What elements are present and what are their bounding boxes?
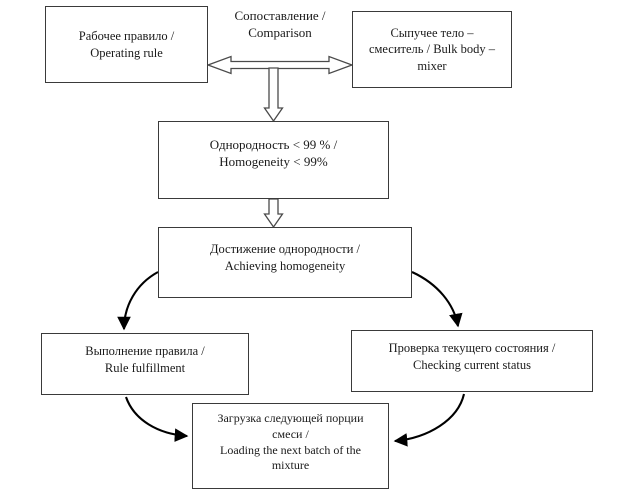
comparison-to-homogeneity-arrow-icon bbox=[263, 67, 284, 123]
rule-fulfillment-to-loading-curve bbox=[125, 396, 189, 442]
node-loading-next-batch[interactable]: Загрузка следующей порции смеси / Loadin… bbox=[192, 403, 389, 489]
node-achieving-homogeneity-label: Достижение однородности / Achieving homo… bbox=[209, 242, 361, 273]
node-loading-next-batch-label: Загрузка следующей порции смеси / Loadin… bbox=[217, 411, 364, 473]
node-bulk-body-mixer[interactable]: Сыпучее тело – смеситель / Bulk body – m… bbox=[352, 11, 512, 88]
node-bulk-body-mixer-label: Сыпучее тело – смеситель / Bulk body – m… bbox=[368, 25, 496, 73]
node-operating-rule[interactable]: Рабочее правило / Operating rule bbox=[45, 6, 208, 83]
comparison-edge-label: Сопоставление / Comparison bbox=[234, 8, 326, 40]
node-checking-current-status-label: Проверка текущего состояния / Checking c… bbox=[388, 341, 556, 372]
node-achieving-homogeneity[interactable]: Достижение однородности / Achieving homo… bbox=[158, 227, 412, 298]
checking-status-to-loading-curve bbox=[393, 393, 466, 447]
achieving-to-rule-fulfillment-curve bbox=[117, 271, 159, 331]
achieving-to-checking-status-curve bbox=[411, 271, 463, 328]
node-rule-fulfillment[interactable]: Выполнение правила / Rule fulfillment bbox=[41, 333, 249, 395]
homogeneity-to-achieving-arrow-icon bbox=[263, 198, 284, 229]
node-operating-rule-label: Рабочее правило / Operating rule bbox=[78, 29, 175, 60]
comparison-double-arrow-icon bbox=[206, 55, 354, 75]
node-rule-fulfillment-label: Выполнение правила / Rule fulfillment bbox=[85, 344, 205, 375]
node-checking-current-status[interactable]: Проверка текущего состояния / Checking c… bbox=[351, 330, 593, 392]
node-homogeneity-less-99-label: Однородность < 99 % / Homogeneity < 99% bbox=[209, 137, 338, 170]
node-homogeneity-less-99[interactable]: Однородность < 99 % / Homogeneity < 99% bbox=[158, 121, 389, 199]
